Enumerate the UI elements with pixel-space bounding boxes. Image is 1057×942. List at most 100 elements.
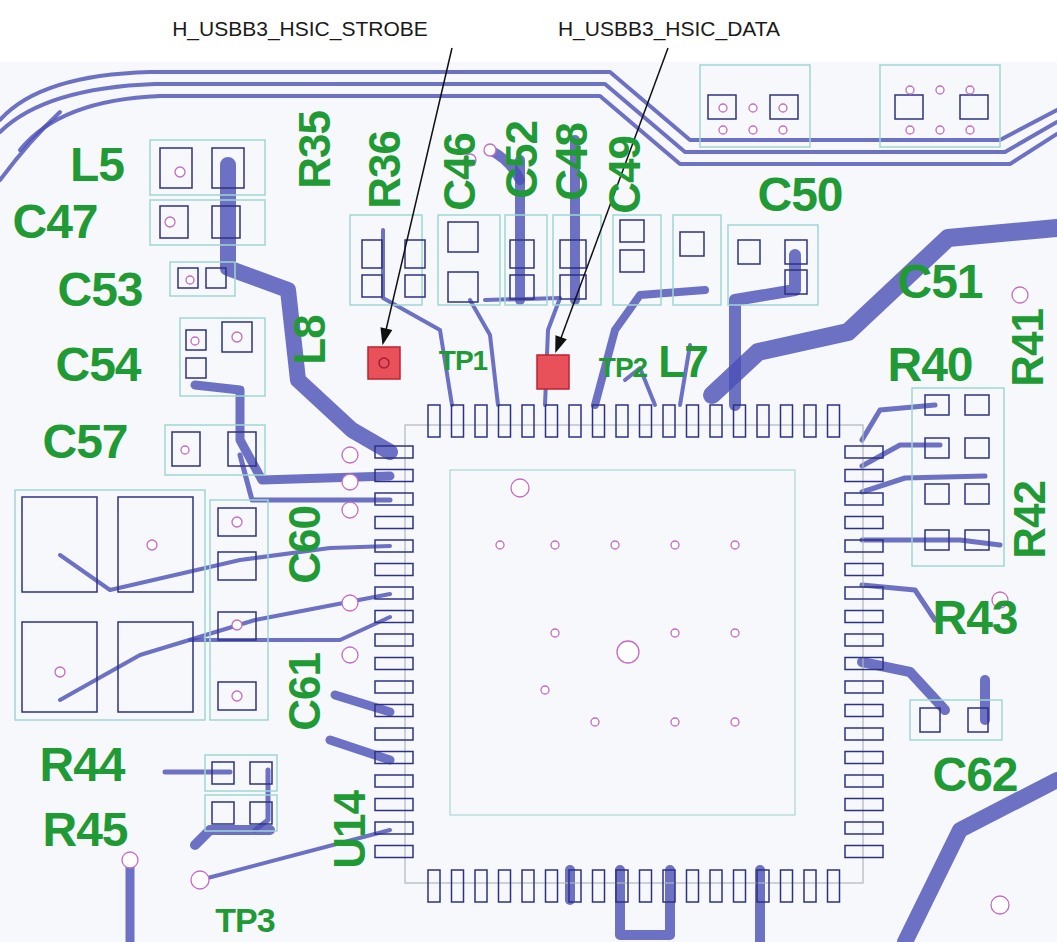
component-footprint <box>728 225 818 305</box>
qfn-pad <box>663 870 675 902</box>
qfn-pad <box>593 405 605 437</box>
via <box>731 629 739 637</box>
copper-pad <box>708 95 736 119</box>
silkscreen-label: TP3 <box>215 903 274 937</box>
component-footprint <box>880 65 1000 147</box>
copper-pad <box>965 484 989 504</box>
copper-pad <box>212 148 244 188</box>
qfn-pad <box>845 564 883 576</box>
silkscreen-label: C50 <box>757 171 842 219</box>
qfn-pad <box>375 611 413 623</box>
board-trace <box>60 546 390 590</box>
copper-pad <box>560 240 586 268</box>
copper-pad <box>172 432 200 466</box>
copper-pad <box>218 682 256 710</box>
via <box>1012 287 1028 303</box>
qfn-chip <box>450 470 795 815</box>
board-trace <box>255 770 268 830</box>
qfn-pad <box>375 705 413 717</box>
qfn-pad <box>569 405 581 437</box>
component-footprint <box>150 200 265 245</box>
via <box>906 126 914 134</box>
via <box>551 541 559 549</box>
qfn-pad <box>375 752 413 764</box>
qfn-pad <box>522 870 534 902</box>
component-footprint <box>150 140 265 195</box>
qfn-pad <box>616 405 628 437</box>
copper-pad <box>160 148 192 188</box>
copper-pad <box>22 95 989 824</box>
component-footprint <box>180 318 265 396</box>
via <box>906 86 914 94</box>
silkscreen-label: C61 <box>283 653 327 731</box>
via <box>671 629 679 637</box>
qfn-pad <box>845 634 883 646</box>
copper-pad <box>362 240 382 268</box>
qfn-pad <box>804 870 816 902</box>
silkscreen-label: C49 <box>603 136 647 214</box>
qfn-pad <box>781 870 793 902</box>
silkscreen-label: R44 <box>39 741 124 789</box>
board-trace <box>862 405 935 440</box>
qfn-pad <box>375 822 413 834</box>
copper-pad <box>186 358 206 378</box>
via <box>191 337 199 345</box>
qfn-pad <box>845 470 883 482</box>
silkscreen-label: L7 <box>658 340 707 384</box>
silkscreen-label: C62 <box>932 751 1017 799</box>
qfn-pad <box>757 870 769 902</box>
qfn-pad <box>757 405 769 437</box>
silkscreen-label: C53 <box>57 266 142 314</box>
qfn-pad <box>375 681 413 693</box>
qfn-pad <box>687 870 699 902</box>
qfn-pad <box>845 775 883 787</box>
board-trace <box>862 585 935 620</box>
board-trace <box>565 870 575 900</box>
component-footprint <box>912 388 1004 566</box>
qfn-pad <box>845 658 883 670</box>
qfn-pad <box>593 870 605 902</box>
qfn-pad <box>845 493 883 505</box>
board-trace <box>240 455 390 500</box>
qfn-pad <box>375 728 413 740</box>
copper-pad <box>895 95 923 119</box>
silkscreen-label: R42 <box>1008 481 1052 559</box>
copper-pad <box>620 220 644 242</box>
qfn-pad <box>375 564 413 576</box>
copper-pad <box>228 432 256 466</box>
copper-pad <box>560 275 586 299</box>
component-footprint <box>205 755 277 791</box>
copper-pad <box>960 95 988 119</box>
qfn-pad <box>375 658 413 670</box>
via <box>122 852 138 868</box>
qfn-pad <box>828 405 840 437</box>
via <box>55 86 1028 914</box>
qfn-pad <box>428 870 440 902</box>
qfn-pad <box>710 405 722 437</box>
silkscreen-label: C51 <box>897 258 982 306</box>
board-trace <box>195 385 390 480</box>
qfn-chip <box>405 425 863 883</box>
copper-pad <box>178 268 198 288</box>
via <box>232 620 242 630</box>
copper-pad <box>362 275 382 297</box>
copper-pad <box>118 497 193 592</box>
board-trace <box>0 72 1057 942</box>
via <box>511 479 529 497</box>
silkscreen-label: L8 <box>288 315 332 364</box>
via <box>966 86 974 94</box>
qfn-pad <box>734 405 746 437</box>
silkscreen-label: C54 <box>55 341 140 389</box>
signal-name: H_USBB3_HSIC_STROBE <box>172 18 428 39</box>
qfn-pad <box>546 870 558 902</box>
qfn-pad <box>452 405 464 437</box>
via <box>342 447 358 463</box>
qfn-pad <box>499 870 511 902</box>
test-pad <box>368 347 400 379</box>
qfn-pad <box>845 799 883 811</box>
qfn-pad <box>845 752 883 764</box>
copper-pad <box>22 622 97 712</box>
qfn-pad <box>375 775 413 787</box>
qfn-pad <box>375 587 413 599</box>
silkscreen-label: R35 <box>293 111 337 189</box>
